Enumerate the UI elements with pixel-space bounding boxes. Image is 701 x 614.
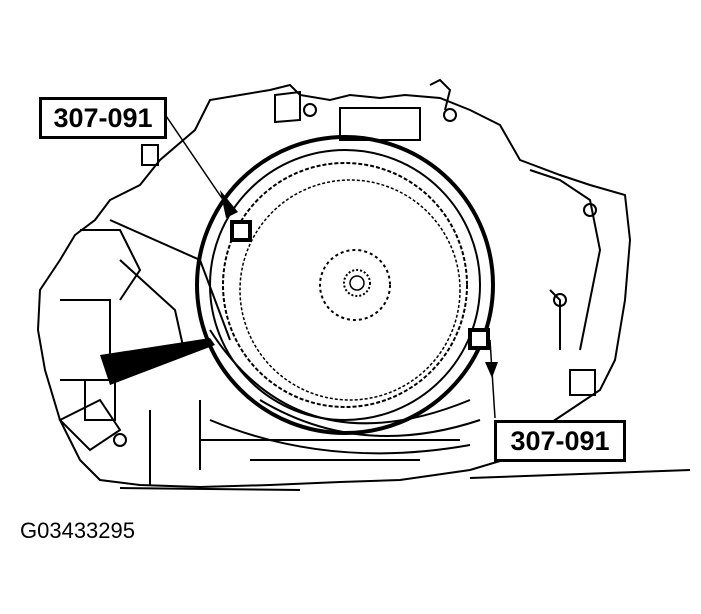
tool-307-091-upper <box>230 220 252 242</box>
leader-arrow-2 <box>485 362 498 378</box>
tool-307-091-lower <box>468 328 490 350</box>
figure-id: G03433295 <box>20 518 135 543</box>
leader-line-2 <box>489 339 496 419</box>
direction-arrow <box>100 338 215 385</box>
callout-label-lower: 307-091 <box>494 420 626 462</box>
hub-ring <box>319 249 391 321</box>
leader-line-1 <box>161 109 231 211</box>
outer-ring <box>195 135 495 435</box>
callout-label-upper: 307-091 <box>39 97 167 139</box>
leader-arrow-1 <box>220 190 238 218</box>
housing-outline <box>36 83 632 489</box>
